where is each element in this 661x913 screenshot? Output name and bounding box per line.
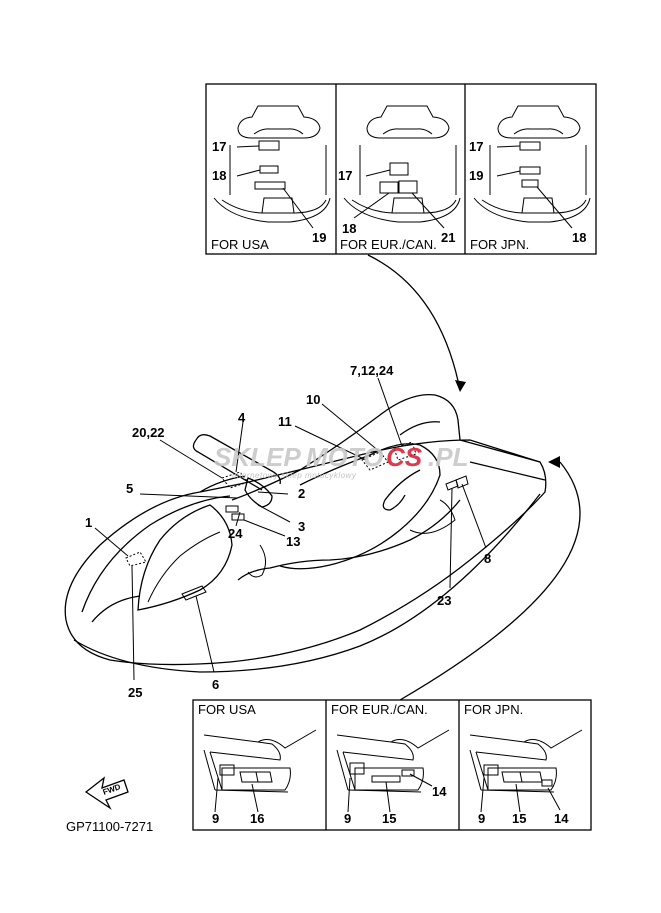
arrow-head-top (455, 380, 466, 392)
watermark-tagline: internetowy sklep motocyklowy (232, 471, 357, 480)
callout-top-usa-19: 19 (312, 230, 326, 245)
callout-top-jpn-17: 17 (469, 139, 483, 154)
callout-bottom-eur-14: 14 (432, 784, 447, 799)
callout-6: 6 (212, 677, 219, 692)
arrow-top-to-craft (367, 254, 461, 391)
seat-side (279, 443, 441, 570)
deck-front (81, 495, 231, 613)
top-panel-usa: 17 18 19 FOR USA (211, 105, 331, 252)
caption-bottom-jpn: FOR JPN. (464, 702, 523, 717)
callout-bottom-jpn-9: 9 (478, 811, 485, 826)
watercraft-drawing (64, 394, 547, 673)
bottom-panel-jpn: 9 15 14 FOR JPN. (464, 702, 583, 826)
main-leader-lines (94, 377, 487, 681)
decal-7-12-24 (393, 441, 417, 461)
bow-line (91, 595, 141, 623)
callout-3: 3 (298, 519, 305, 534)
decal-24 (225, 505, 239, 513)
callout-top-eur-18: 18 (342, 221, 356, 236)
footwell-step (247, 544, 266, 578)
bottom-panel-eur-can: 9 15 14 FOR EUR./CAN. (331, 702, 450, 826)
top-insets: 17 18 19 FOR USA 17 18 21 FOR EUR./CAN. (205, 83, 597, 255)
bow-panel (137, 504, 233, 611)
callout-5: 5 (126, 481, 133, 496)
arrow-bottom-to-stern (399, 461, 581, 701)
handlebar-lower (192, 439, 263, 491)
callout-11: 11 (278, 414, 292, 429)
top-panel-eur-can: 17 18 21 FOR EUR./CAN. (338, 105, 461, 252)
arrow-head-bottom (548, 456, 560, 468)
callout-bottom-usa-9: 9 (212, 811, 219, 826)
callout-4: 4 (238, 410, 246, 425)
bottom-insets: 9 16 FOR USA 9 15 14 FOR EUR./CAN. (192, 699, 592, 831)
callout-23: 23 (437, 593, 451, 608)
part-code: GP71100-7271 (66, 819, 153, 834)
callout-10: 10 (306, 392, 320, 407)
watermark: SKLEP MOTO CS .PL internetowy sklep moto… (214, 442, 468, 480)
handlebar (195, 434, 281, 485)
bow-panel-inner (147, 531, 221, 603)
callout-bottom-jpn-14: 14 (554, 811, 569, 826)
hull-outline (64, 439, 547, 666)
seat-back (399, 421, 441, 436)
callout-25: 25 (128, 685, 142, 700)
caption-top-eur-can: FOR EUR./CAN. (340, 237, 437, 252)
callout-top-usa-17: 17 (212, 139, 226, 154)
console-front (199, 475, 246, 493)
rear-step (409, 499, 456, 534)
bottom-panel-usa: 9 16 FOR USA (198, 702, 317, 826)
callout-13: 13 (286, 534, 300, 549)
steering-hood (244, 477, 273, 508)
callout-top-jpn-18: 18 (572, 230, 586, 245)
decal-11 (361, 451, 389, 471)
watermark-brand-d: .PL (428, 442, 468, 472)
decal-8 (455, 475, 469, 489)
callout-24: 24 (228, 526, 243, 541)
hull-rail (73, 493, 541, 673)
callout-top-eur-21: 21 (441, 230, 455, 245)
watermark-brand-a: SKLEP (214, 442, 301, 472)
decal-6 (181, 585, 207, 601)
watermark-brand-b: MOTO (306, 442, 384, 472)
caption-bottom-eur-can: FOR EUR./CAN. (331, 702, 428, 717)
rear-deck (459, 439, 546, 481)
callout-bottom-eur-9: 9 (344, 811, 351, 826)
top-panel-jpn: 17 19 18 FOR JPN. (469, 105, 591, 252)
callout-bottom-usa-16: 16 (250, 811, 264, 826)
callout-1: 1 (85, 515, 92, 530)
watermark-brand-c: CS (386, 442, 423, 472)
callout-20-22: 20,22 (132, 425, 165, 440)
callout-bottom-jpn-15: 15 (512, 811, 526, 826)
decal-1-25 (125, 551, 147, 567)
bottom-inset-frame (192, 699, 592, 831)
top-inset-frame (205, 83, 597, 255)
seat-handle (382, 469, 421, 511)
caption-bottom-usa: FOR USA (198, 702, 256, 717)
seat-top (231, 394, 461, 501)
fwd-arrow-icon: FWD (84, 776, 129, 810)
callout-bottom-eur-15: 15 (382, 811, 396, 826)
callout-7-12-24: 7,12,24 (350, 363, 394, 378)
caption-top-jpn: FOR JPN. (470, 237, 529, 252)
callout-2: 2 (298, 486, 305, 501)
caption-top-usa: FOR USA (211, 237, 269, 252)
footwell-edge (237, 499, 461, 581)
callout-8: 8 (484, 551, 491, 566)
decal-20-22 (221, 471, 249, 489)
callout-top-eur-17: 17 (338, 168, 352, 183)
callout-top-jpn-19: 19 (469, 168, 483, 183)
callout-top-usa-18: 18 (212, 168, 226, 183)
